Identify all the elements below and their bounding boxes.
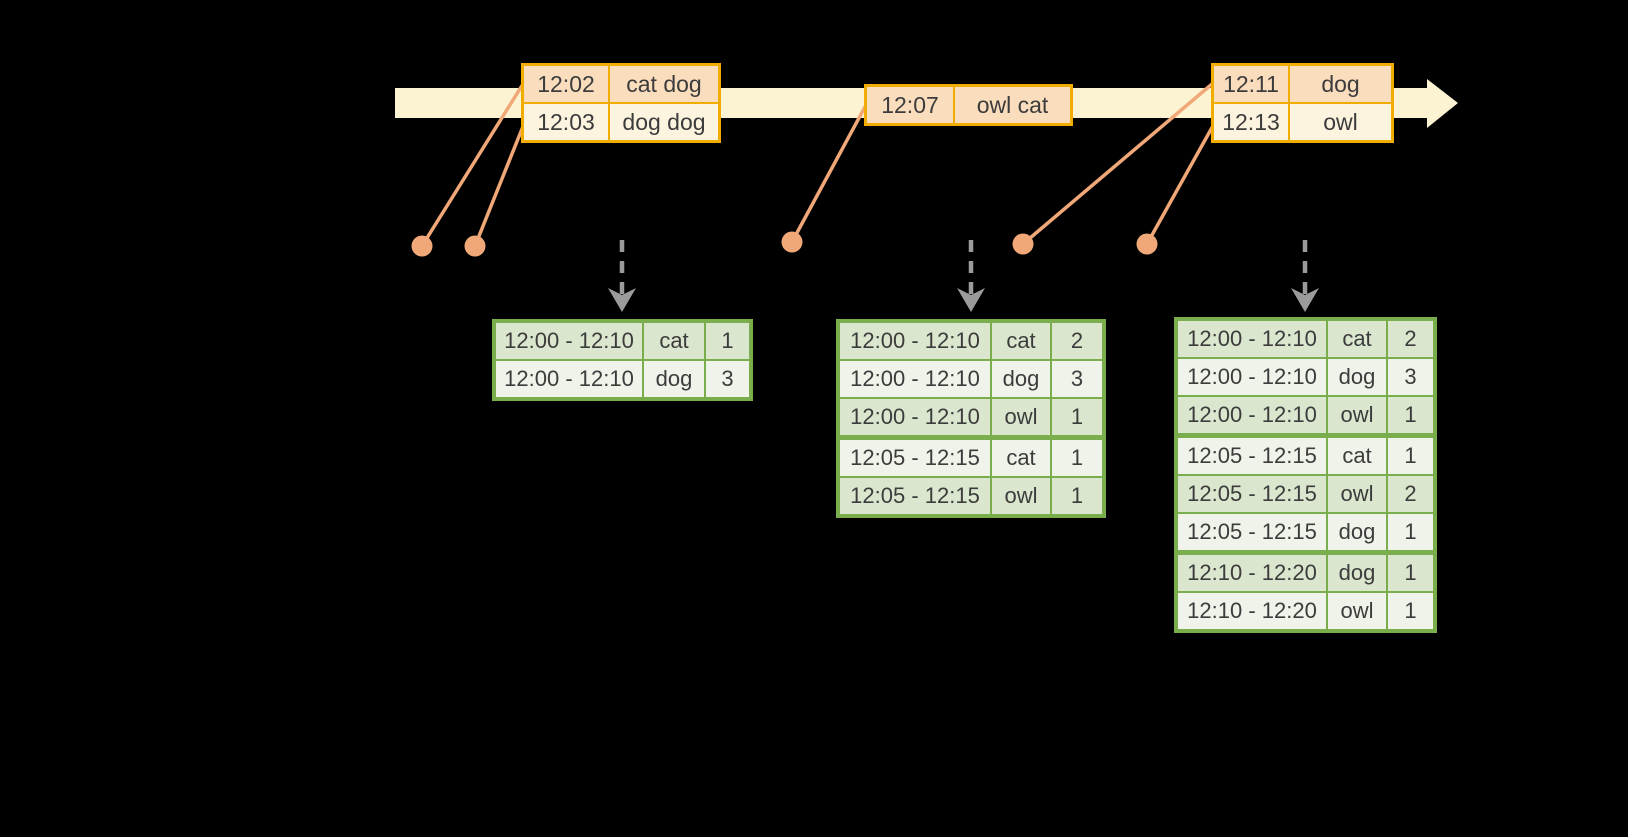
count-cell: 1 xyxy=(1388,397,1433,433)
connector-line xyxy=(1021,82,1214,246)
window-cell: 12:05 - 12:15 xyxy=(1178,514,1326,550)
dashed-arrow-icon xyxy=(1291,240,1319,312)
word-cell: dog xyxy=(992,361,1050,397)
word-cell: owl xyxy=(992,478,1050,514)
words-cell: cat dog xyxy=(610,66,718,102)
words-cell: dog xyxy=(1290,66,1391,102)
connector-line xyxy=(473,122,526,248)
dashed-arrow-icon xyxy=(957,240,985,312)
word-cell: cat xyxy=(644,323,704,359)
time-cell: 12:03 xyxy=(524,104,608,140)
timeline-arrowhead-icon xyxy=(1427,79,1458,128)
window-cell: 12:10 - 12:20 xyxy=(1178,555,1326,591)
window-cell: 12:00 - 12:10 xyxy=(1178,397,1326,433)
word-cell: dog xyxy=(1328,514,1386,550)
count-cell: 1 xyxy=(706,323,749,359)
window-cell: 12:00 - 12:10 xyxy=(1178,321,1326,357)
count-cell: 1 xyxy=(1388,593,1433,629)
time-cell: 12:02 xyxy=(524,66,608,102)
event-dot xyxy=(464,235,486,257)
count-cell: 1 xyxy=(1388,514,1433,550)
time-cell: 12:07 xyxy=(867,87,953,123)
count-cell: 1 xyxy=(1388,438,1433,474)
count-cell: 3 xyxy=(706,361,749,397)
word-cell: cat xyxy=(992,440,1050,476)
word-cell: cat xyxy=(1328,438,1386,474)
connector-line xyxy=(1145,122,1216,246)
event-dot xyxy=(1136,233,1158,255)
time-cell: 12:11 xyxy=(1214,66,1288,102)
window-cell: 12:00 - 12:10 xyxy=(1178,359,1326,395)
word-cell: dog xyxy=(1328,555,1386,591)
connector-line xyxy=(790,103,868,244)
window-cell: 12:00 - 12:10 xyxy=(840,323,990,359)
event-dot xyxy=(411,235,433,257)
words-cell: owl xyxy=(1290,104,1391,140)
word-cell: owl xyxy=(992,399,1050,435)
words-cell: dog dog xyxy=(610,104,718,140)
word-cell: cat xyxy=(992,323,1050,359)
word-cell: owl xyxy=(1328,397,1386,433)
count-cell: 1 xyxy=(1388,555,1433,591)
window-cell: 12:05 - 12:15 xyxy=(840,478,990,514)
count-cell: 1 xyxy=(1052,478,1102,514)
word-cell: cat xyxy=(1328,321,1386,357)
word-cell: dog xyxy=(644,361,704,397)
window-cell: 12:00 - 12:10 xyxy=(496,323,642,359)
words-cell: owl cat xyxy=(955,87,1070,123)
word-cell: owl xyxy=(1328,476,1386,512)
count-cell: 3 xyxy=(1388,359,1433,395)
word-cell: owl xyxy=(1328,593,1386,629)
window-cell: 12:10 - 12:20 xyxy=(1178,593,1326,629)
window-cell: 12:05 - 12:15 xyxy=(1178,438,1326,474)
count-cell: 1 xyxy=(1052,399,1102,435)
time-cell: 12:13 xyxy=(1214,104,1288,140)
event-dot xyxy=(781,231,803,253)
window-cell: 12:05 - 12:15 xyxy=(840,440,990,476)
count-cell: 3 xyxy=(1052,361,1102,397)
count-cell: 2 xyxy=(1388,321,1433,357)
window-cell: 12:00 - 12:10 xyxy=(496,361,642,397)
event-dot xyxy=(1012,233,1034,255)
count-cell: 2 xyxy=(1388,476,1433,512)
word-cell: dog xyxy=(1328,359,1386,395)
window-cell: 12:00 - 12:10 xyxy=(840,399,990,435)
dashed-arrow-icon xyxy=(608,240,636,312)
count-cell: 1 xyxy=(1052,440,1102,476)
connector-line xyxy=(420,82,525,248)
window-cell: 12:00 - 12:10 xyxy=(840,361,990,397)
count-cell: 2 xyxy=(1052,323,1102,359)
window-cell: 12:05 - 12:15 xyxy=(1178,476,1326,512)
